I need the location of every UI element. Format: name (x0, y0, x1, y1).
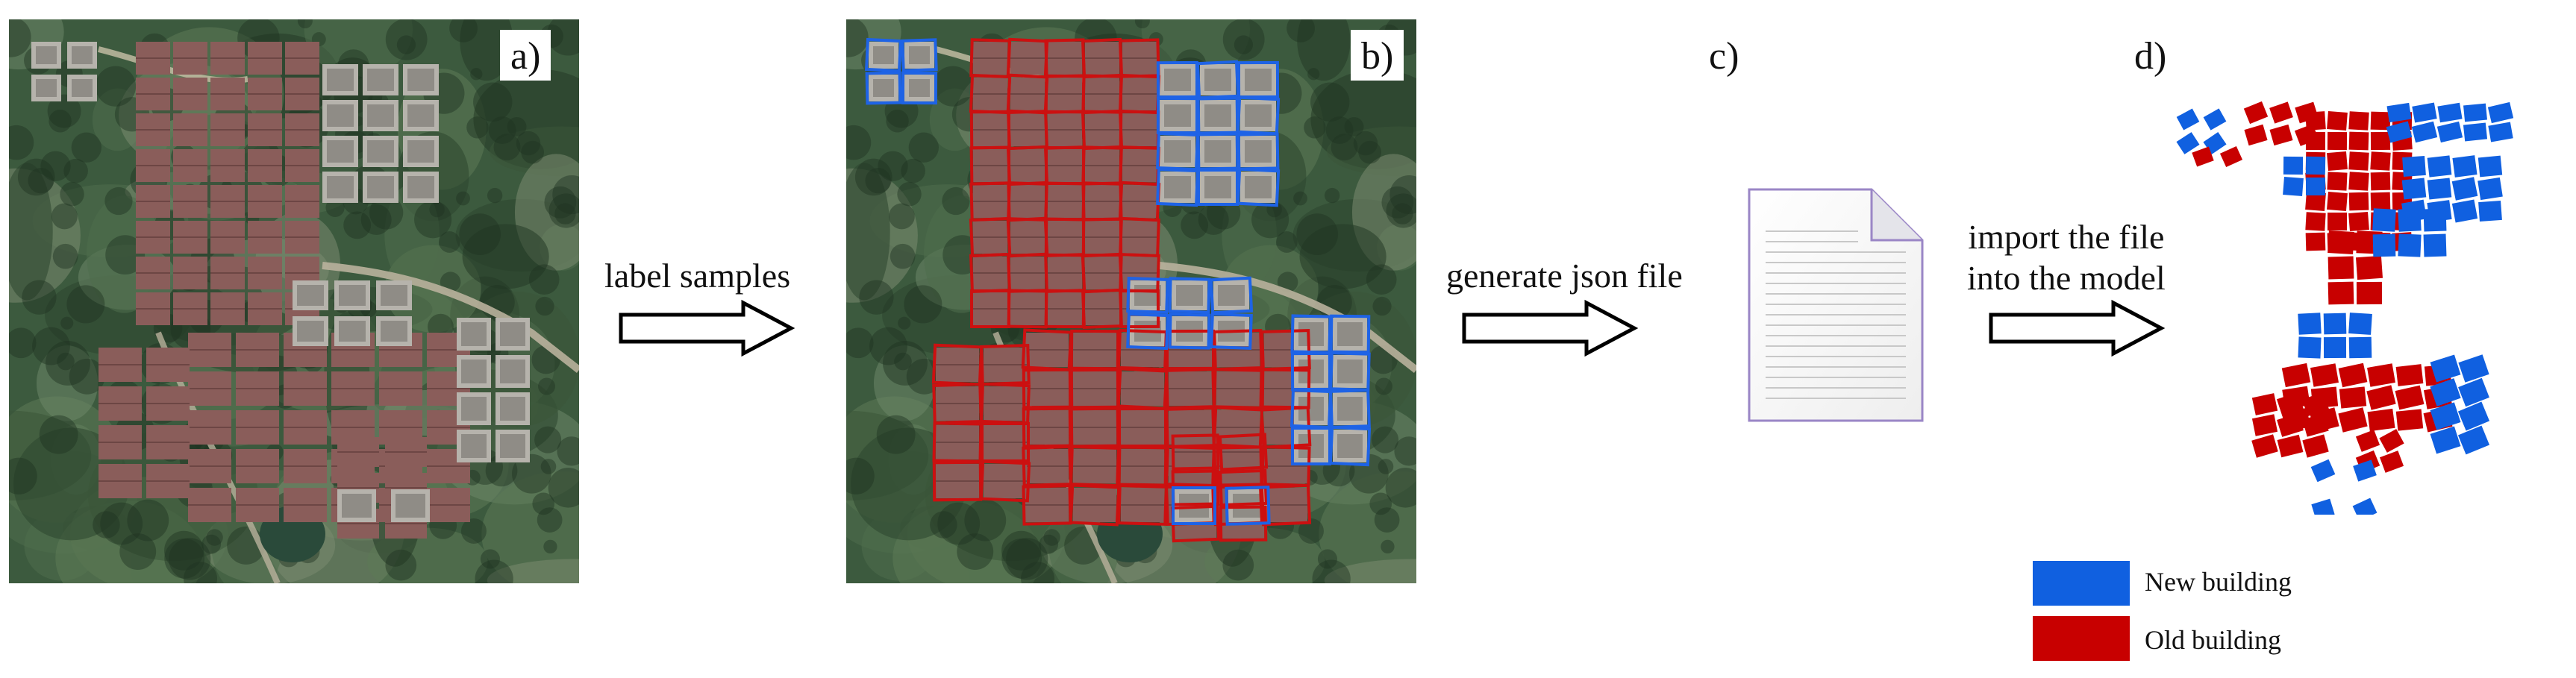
panel-label-c: c) (1698, 30, 1750, 81)
label-samples-text: label samples (604, 257, 791, 295)
arrow-icon (619, 299, 795, 357)
satellite-image-b-graphic (846, 19, 1416, 583)
import-line-1: import the file (1968, 218, 2165, 256)
panel-label-d: d) (2124, 30, 2178, 81)
import-file-text: import the file into the model (1967, 216, 2166, 298)
satellite-image-b (846, 19, 1416, 583)
legend-old-building-label: Old building (2145, 625, 2282, 655)
model-output-map (2176, 101, 2514, 515)
satellite-image-a (9, 19, 579, 583)
import-line-2: into the model (1967, 259, 2166, 298)
satellite-image-a-graphic (9, 19, 579, 583)
document-icon (1748, 188, 1924, 422)
arrow-icon (1989, 299, 2166, 357)
panel-label-a: a) (500, 30, 551, 81)
panel-label-b: b) (1351, 30, 1404, 81)
legend-new-building-label: New building (2145, 567, 2292, 597)
legend-old-building-swatch (2033, 616, 2130, 661)
legend-new-building-swatch (2033, 561, 2130, 606)
generate-json-text: generate json file (1446, 257, 1683, 295)
arrow-icon (1462, 299, 1639, 357)
